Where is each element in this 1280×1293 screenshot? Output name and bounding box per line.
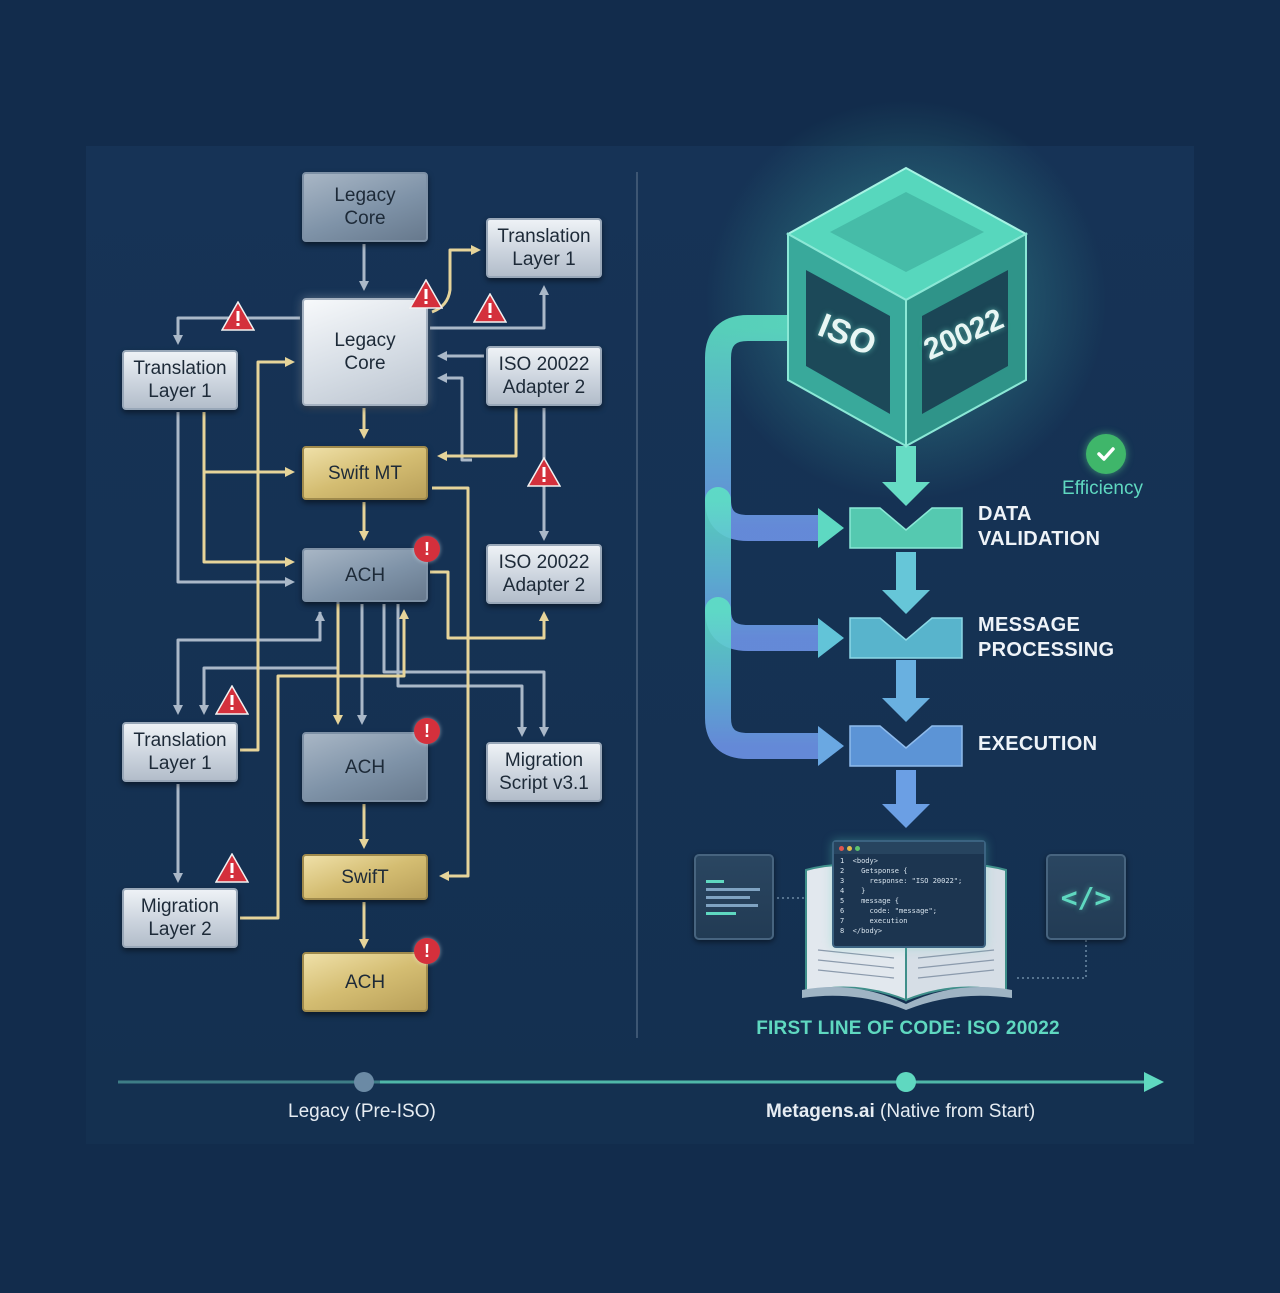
first-line-caption: FIRST LINE OF CODE: ISO 20022 — [756, 1018, 1060, 1039]
warning-icon — [221, 301, 255, 331]
code-icon-label: </> — [1060, 880, 1112, 914]
step-label-data-validation: DATA VALIDATION — [978, 503, 1101, 550]
warning-icon — [215, 853, 249, 883]
iso-adapter-upper-node: ISO 20022 Adapter 2 — [486, 346, 602, 406]
legacy-core-top-node: Legacy Core — [302, 172, 428, 242]
code-window-titlebar — [834, 842, 984, 854]
ach-bottom-node: ACH — [302, 952, 428, 1012]
warning-icon — [527, 457, 561, 487]
document-icon — [694, 854, 774, 940]
code-line: 5 message { — [840, 897, 900, 905]
check-icon — [1086, 434, 1126, 474]
cube-icon — [785, 166, 1029, 448]
translation-layer-lower-node: Translation Layer 1 — [122, 722, 238, 782]
code-icon: </> — [1046, 854, 1126, 940]
warning-icon — [215, 685, 249, 715]
efficiency-label: Efficiency — [1062, 478, 1143, 499]
swift-mt-node: Swift MT — [302, 446, 428, 500]
code-line: 6 code: "message"; — [840, 907, 937, 915]
alert-icon: ! — [414, 536, 440, 562]
code-line: 7 execution — [840, 917, 908, 925]
warning-icon — [409, 279, 443, 309]
migration-script-node: Migration Script v3.1 — [486, 742, 602, 802]
translation-layer-left-node: Translation Layer 1 — [122, 350, 238, 410]
swift-node: SwifT — [302, 854, 428, 900]
code-window: 1 <body> 2 Getsponse { 3 response: "ISO … — [832, 840, 986, 948]
warning-icon — [473, 293, 507, 323]
migration-layer-node: Migration Layer 2 — [122, 888, 238, 948]
code-line: 2 Getsponse { — [840, 867, 908, 875]
ach-middle-node: ACH — [302, 732, 428, 802]
iso-adapter-lower-node: ISO 20022 Adapter 2 — [486, 544, 602, 604]
timeline-native-rest: (Native from Start) — [874, 1101, 1036, 1122]
ach-upper-node: ACH — [302, 548, 428, 602]
alert-icon: ! — [414, 938, 440, 964]
code-block: 1 <body> 2 Getsponse { 3 response: "ISO … — [840, 856, 984, 936]
step-label-execution: EXECUTION — [978, 733, 1098, 755]
timeline-legacy-label: Legacy (Pre-ISO) — [288, 1101, 436, 1122]
legacy-core-main-node: Legacy Core — [302, 298, 428, 406]
alert-icon: ! — [414, 718, 440, 744]
code-line: 1 <body> — [840, 857, 878, 865]
code-line: 4 } — [840, 887, 866, 895]
timeline-native-label: Metagens.ai (Native from Start) — [766, 1101, 1035, 1123]
code-line: 3 response: "ISO 20022"; — [840, 877, 963, 885]
panel-divider — [636, 172, 638, 1038]
step-label-message-processing: MESSAGE PROCESSING — [978, 614, 1115, 661]
timeline-native-brand: Metagens.ai — [766, 1101, 875, 1122]
translation-layer-top-right-node: Translation Layer 1 — [486, 218, 602, 278]
code-line: 8 </body> — [840, 927, 883, 935]
